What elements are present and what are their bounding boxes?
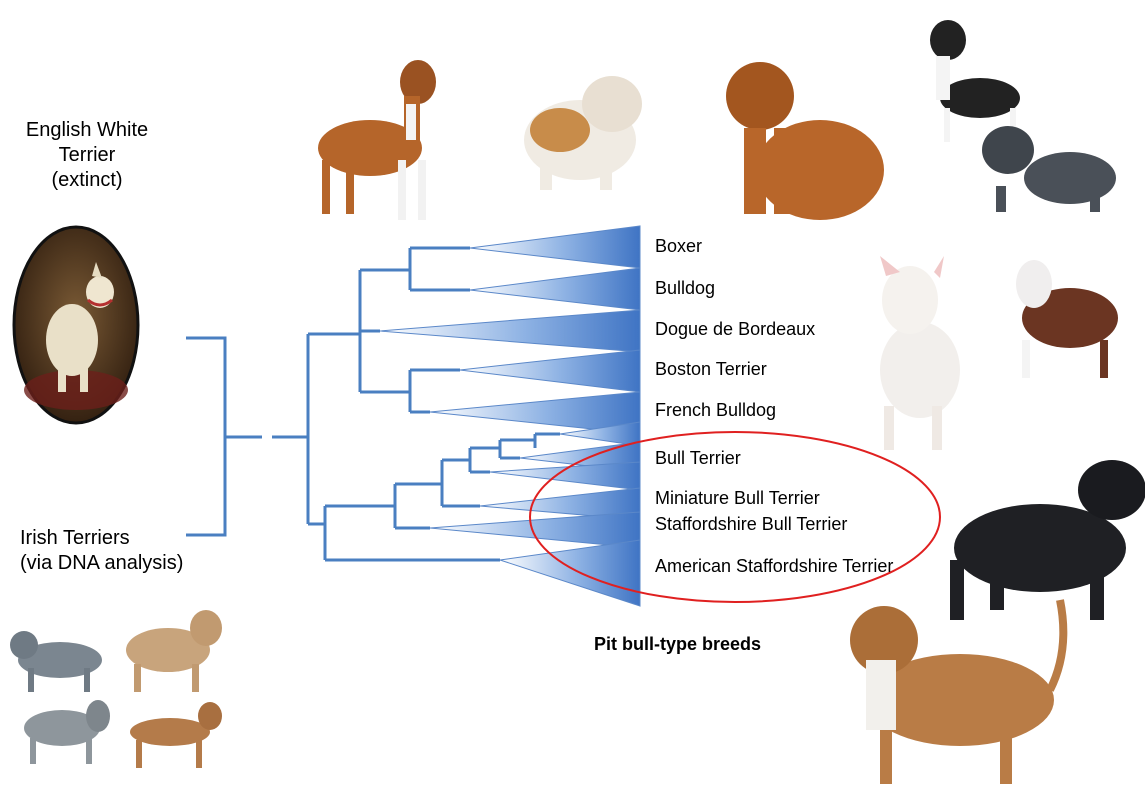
phylogenetic-tree <box>306 246 560 562</box>
wedge-staffordshire-bull-terrier <box>429 511 641 549</box>
origin-label-english-white-terrier: English White Terrier (extinct) <box>12 118 162 193</box>
breed-label-staffordshire-bull-terrier: Staffordshire Bull Terrier <box>655 514 848 534</box>
origin-label-line: (extinct) <box>51 169 123 191</box>
breed-label-french-bulldog: French Bulldog <box>655 400 777 420</box>
breed-label-american-staffordshire-terrier: American Staffordshire Terrier <box>655 556 894 576</box>
wedge-dogue-de-bordeaux <box>379 309 641 353</box>
dog-photo-french-bulldog <box>982 126 1116 212</box>
origin-bracket <box>186 336 308 537</box>
origin-label-line: (via DNA analysis) <box>20 552 184 574</box>
breed-label-dogue-de-bordeaux: Dogue de Bordeaux <box>655 319 816 339</box>
clade-wedges <box>379 225 641 607</box>
breed-label-boston-terrier: Boston Terrier <box>655 359 767 379</box>
wedge-american-staffordshire-terrier <box>499 539 641 607</box>
dog-photo-boxer <box>318 60 436 220</box>
dog-photo-irish-terrier <box>130 702 222 768</box>
dog-photo-wheaten-terrier <box>126 610 222 692</box>
wedge-boxer <box>469 225 641 269</box>
dog-photo-american-staffordshire-terrier <box>850 599 1068 784</box>
wedge-french-bulldog <box>429 391 641 435</box>
breed-label-boxer: Boxer <box>655 236 703 256</box>
origin-label-line: English White <box>25 119 149 141</box>
dog-photo-dogue-de-bordeaux <box>726 62 884 220</box>
wedge-bull-terrier-a <box>559 421 641 447</box>
pit-bull-highlight-ellipse <box>529 431 941 603</box>
origin-label-line: Terrier <box>58 144 116 166</box>
dog-photo-staffordshire-bull-terrier <box>950 460 1145 620</box>
wedge-miniature-bull-terrier <box>489 461 641 491</box>
irish-terrier-photos <box>10 610 222 768</box>
origin-label-line: Irish Terriers <box>20 527 130 549</box>
dog-photo-bulldog <box>524 76 642 190</box>
dog-photo-kerry-blue-terrier <box>24 700 110 764</box>
wedge-bulldog <box>469 267 641 311</box>
breed-label-bull-terrier: Bull Terrier <box>655 448 741 468</box>
dog-photo-boston-terrier <box>930 20 1020 142</box>
dog-photo-glen-of-imaal <box>10 631 102 692</box>
wedge-miniature-bull-terrier-b <box>479 487 641 521</box>
breed-label-miniature-bull-terrier: Miniature Bull Terrier <box>655 488 820 508</box>
origin-label-irish-terriers: Irish Terriers (via DNA analysis) <box>20 526 183 576</box>
english-white-terrier-portrait <box>12 225 140 425</box>
breed-label-bulldog: Bulldog <box>655 278 716 298</box>
dog-photo-bull-terrier <box>880 256 960 450</box>
pit-bull-caption: Pit bull-type breeds <box>594 634 762 654</box>
dog-photo-miniature-bull-terrier <box>1016 260 1118 378</box>
wedge-boston-terrier <box>459 349 641 393</box>
